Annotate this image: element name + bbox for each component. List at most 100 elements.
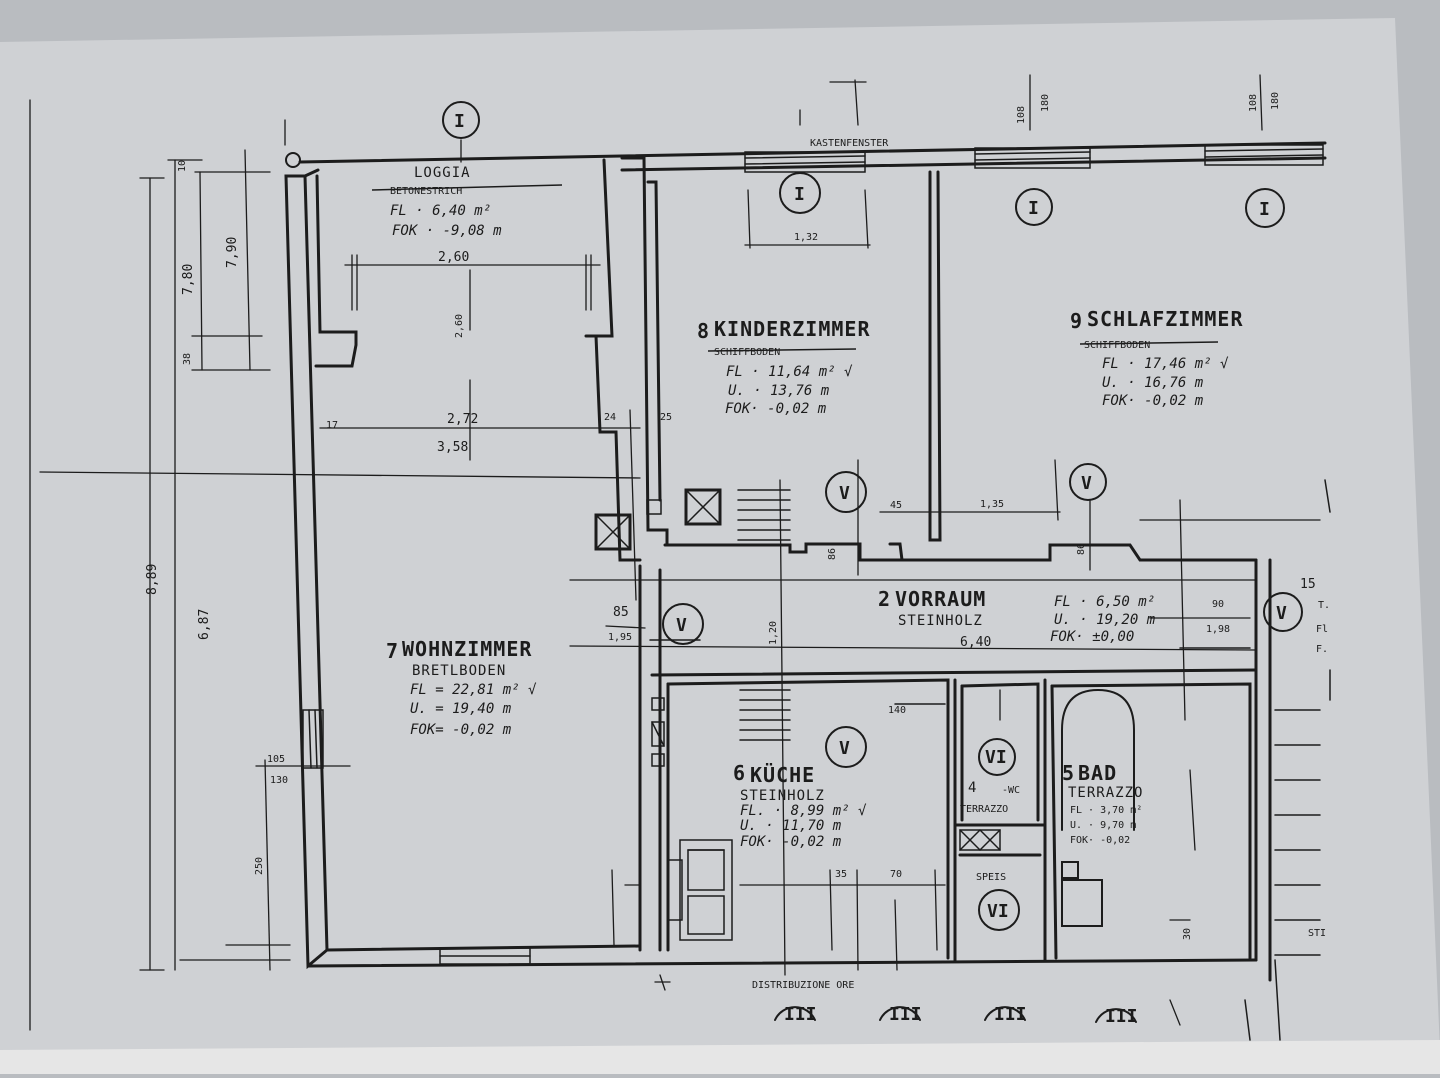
room-floor-wc: TERRAZZO xyxy=(960,804,1008,815)
dimension-label: 45 xyxy=(890,500,902,511)
section-label: III xyxy=(1105,1006,1138,1027)
dimension-label: 90 xyxy=(1212,599,1224,610)
room-u-vorraum: U. · 19,20 m xyxy=(1054,612,1156,628)
dimension-label: 2,60 xyxy=(454,314,465,338)
room-fl-kinderzimmer: FL · 11,64 m² √ xyxy=(726,364,853,380)
room-floor-loggia: BETONESTRICH xyxy=(390,186,462,197)
room-name-bad: BAD xyxy=(1078,761,1117,785)
room-u-kinderzimmer: U. · 13,76 m xyxy=(728,383,830,399)
room-fl-schlafzimmer: FL · 17,46 m² √ xyxy=(1102,356,1229,372)
section-label: III xyxy=(994,1004,1027,1025)
section-label: I xyxy=(794,184,805,205)
dimension-label: 250 xyxy=(254,857,265,875)
interior-walls xyxy=(594,170,1258,962)
right-note: F. xyxy=(1316,644,1328,655)
dimension-label: 1,32 xyxy=(794,232,818,243)
room-name-loggia: LOGGIA xyxy=(414,165,471,181)
room-number: 9 xyxy=(1070,309,1083,333)
right-note: 15 xyxy=(1300,577,1316,592)
dimension-label: 38 xyxy=(182,353,193,365)
room-fok-bad: FOK· -0,02 xyxy=(1070,835,1130,846)
dimension-label: 25 xyxy=(660,412,672,423)
room-width-vorraum: 6,40 xyxy=(960,635,991,650)
room-fok-kinderzimmer: FOK· -0,02 m xyxy=(725,401,827,417)
dimension-label: 1,98 xyxy=(1206,624,1230,635)
dimension-label: 17 xyxy=(326,420,338,431)
bottom-note: DISTRIBUZIONE ORE xyxy=(752,980,854,991)
dimension-label: 24 xyxy=(604,412,616,423)
door-marks xyxy=(649,639,1251,705)
room-u-schlafzimmer: U. · 16,76 m xyxy=(1102,375,1204,391)
dimension-label: 108 xyxy=(1248,94,1259,112)
room-number: 7 xyxy=(386,639,399,663)
kitchen-fixtures xyxy=(667,839,733,941)
outer-stair-steps xyxy=(1244,479,1331,1041)
room-number: 5 xyxy=(1062,761,1075,785)
dimension-label: 7,90 xyxy=(225,237,240,268)
room-fl-loggia: FL · 6,40 m² xyxy=(390,203,491,219)
dimension-label: 180 xyxy=(1270,92,1281,110)
section-label: III xyxy=(889,1004,922,1025)
room-fl-wohnzimmer: FL = 22,81 m² √ xyxy=(410,682,537,698)
drawing-ink xyxy=(29,74,1331,1041)
room-floor-bad: TERRAZZO xyxy=(1068,785,1143,801)
room-floor-kinderzimmer: SCHIFFBODEN xyxy=(714,347,780,358)
section-label: V xyxy=(1276,603,1287,624)
room-fok-wohnzimmer: FOK= -0,02 m xyxy=(410,722,512,738)
section-label: V xyxy=(839,483,850,504)
section-label: III xyxy=(784,1004,817,1025)
room-name-vorraum: VORRAUM xyxy=(895,587,986,611)
section-circles xyxy=(285,101,1303,1023)
paper-sheet xyxy=(0,18,1440,1064)
room-number: 6 xyxy=(733,761,746,785)
section-label: V xyxy=(839,738,850,759)
room-floor-kueche: STEINHOLZ xyxy=(740,788,825,804)
chimney-crosses xyxy=(595,489,1001,851)
room-u-bad: U. · 9,70 m xyxy=(1070,820,1136,831)
dimension-label: 85 xyxy=(613,605,629,620)
dimension-label: 140 xyxy=(888,705,906,716)
room-name-kinderzimmer: KINDERZIMMER xyxy=(714,317,871,341)
room-fok-loggia: FOK · -9,08 m xyxy=(392,223,502,239)
room-floor-vorraum: STEINHOLZ xyxy=(898,613,983,629)
room-floor-schlafzimmer: SCHIFFBODEN xyxy=(1084,340,1150,351)
section-label: VI xyxy=(985,747,1007,768)
room-name-wc: -WC xyxy=(1002,785,1020,796)
section-label: V xyxy=(676,615,687,636)
dimension-label: 2,60 xyxy=(438,250,469,265)
dimension-label: 30 xyxy=(1182,928,1193,940)
section-label: I xyxy=(1028,198,1039,219)
dimension-label: 130 xyxy=(270,775,288,786)
dimension-label: 1,35 xyxy=(980,499,1004,510)
dimension-label: 10 xyxy=(177,160,188,172)
room-u-wohnzimmer: U. = 19,40 m xyxy=(410,701,512,717)
dimension-label: 6,87 xyxy=(197,609,212,640)
room-u-kueche: U. · 11,70 m xyxy=(740,818,842,834)
right-note: Fl xyxy=(1316,624,1328,635)
dimension-label: 86 xyxy=(1076,543,1087,555)
dimension-label: 180 xyxy=(1040,94,1051,112)
room-name-schlafzimmer: SCHLAFZIMMER xyxy=(1087,307,1244,331)
annotations: I I I I V V V V V VI VI III III III III … xyxy=(145,92,1330,1027)
room-name-kueche: KÜCHE xyxy=(750,763,815,787)
dimension-label: 35 xyxy=(835,869,847,880)
dimension-label: 3,58 xyxy=(437,440,468,455)
paper-shadow xyxy=(0,1040,1440,1074)
dimension-label: 7,80 xyxy=(181,264,196,295)
room-fok-kueche: FOK· -0,02 m xyxy=(740,834,842,850)
dimension-label: 86 xyxy=(827,548,838,560)
section-label: I xyxy=(1259,199,1270,220)
right-note: STI xyxy=(1308,928,1326,939)
bathtub xyxy=(1061,688,1135,927)
dimension-label: 8,89 xyxy=(145,564,160,595)
room-number: 2 xyxy=(878,587,891,611)
windows-top xyxy=(302,144,1324,965)
dimension-label: 2,72 xyxy=(447,412,478,427)
room-floor-wohnzimmer: BRETLBODEN xyxy=(412,663,506,679)
section-label: V xyxy=(1081,473,1092,494)
room-fok-schlafzimmer: FOK· -0,02 m xyxy=(1102,393,1204,409)
room-fl-vorraum: FL · 6,50 m² xyxy=(1054,594,1155,610)
dimension-label: 70 xyxy=(890,869,902,880)
